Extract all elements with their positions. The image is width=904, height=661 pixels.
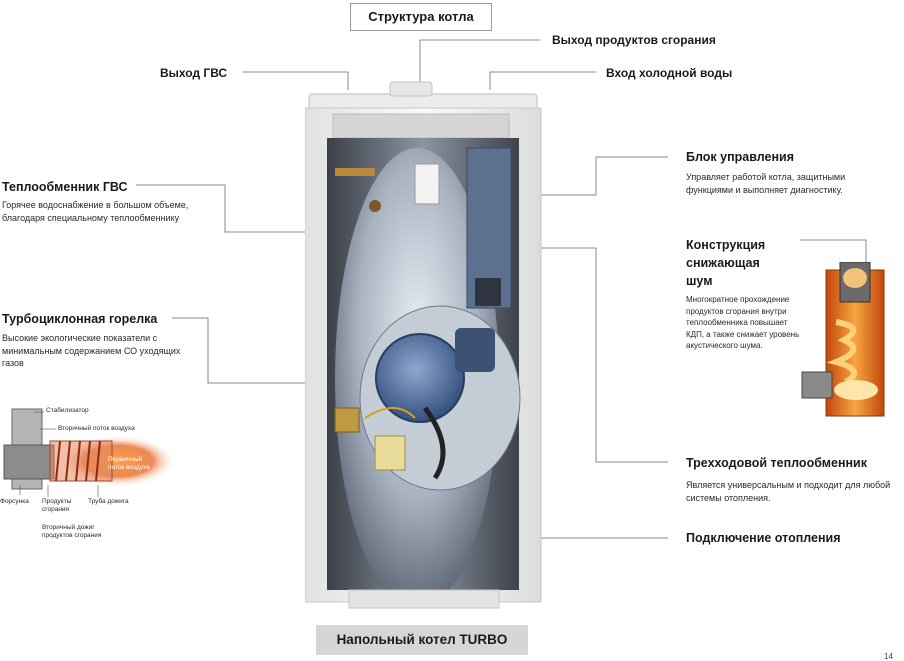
burner-label-nozzle: Форсунка <box>0 498 29 505</box>
label-noise-title: Конструкция снижающая шум <box>686 236 765 290</box>
label-three-pass-title: Трехходовой теплообменник <box>686 456 867 470</box>
label-dhw-exchanger-title: Теплообменник ГВС <box>2 180 128 194</box>
label-three-pass-desc: Является универсальным и подходит для лю… <box>686 480 891 503</box>
diagram-title: Структура котла <box>350 3 492 31</box>
label-burner-title: Турбоциклонная горелка <box>2 312 158 326</box>
label-noise-desc: Многократное прохождение продуктов сгора… <box>686 295 800 350</box>
burner-label-combustion-products: Продукты сгорания <box>42 498 72 513</box>
burner-label-afterburn-tube: Труба дожига <box>88 498 129 505</box>
burner-label-secondary-afterburn: Вторичный дожиг продуктов сгорания <box>42 524 102 539</box>
label-noise-line-3: шум <box>686 274 713 288</box>
label-burner-desc: Высокие экологические показатели с миним… <box>2 333 181 368</box>
label-dhw-out: Выход ГВС <box>160 66 228 80</box>
label-control-title: Блок управления <box>686 150 794 164</box>
label-exhaust: Выход продуктов сгорания <box>552 33 716 47</box>
label-dhw-exchanger-desc: Горячее водоснабжение в большом объеме, … <box>2 200 189 223</box>
burner-label-primary-air: Первичный поток воздуха <box>108 456 150 471</box>
burner-label-secondary-air: Вторичный поток воздуха <box>58 425 135 432</box>
label-noise-line-1: Конструкция <box>686 238 766 252</box>
label-cold-in: Вход холодной воды <box>606 66 733 80</box>
label-heating: Подключение отопления <box>686 531 841 545</box>
label-noise-line-2: снижающая <box>686 256 760 270</box>
boiler-photo <box>305 81 542 609</box>
footer-caption: Напольный котел TURBO <box>316 625 528 655</box>
burner-cutaway-diagram <box>3 408 175 497</box>
burner-label-stabilizer: Стабилизатор <box>46 407 89 414</box>
exchanger-cutaway-diagram <box>801 262 885 417</box>
label-control-desc: Управляет работой котла, защитными функц… <box>686 172 846 195</box>
page-number: 14 <box>884 652 893 661</box>
